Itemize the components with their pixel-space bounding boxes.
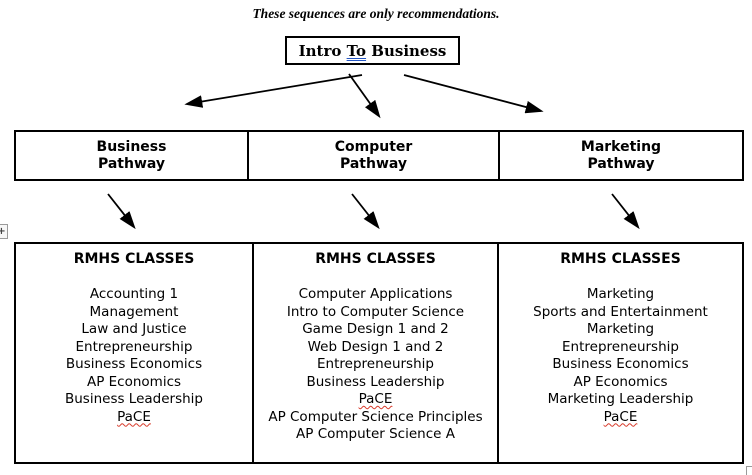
arrow-marketing-to-classes (611, 193, 640, 230)
course-item: Law and Justice (81, 321, 187, 337)
course-item: AP Computer Science A (296, 426, 455, 442)
recommendations-note: These sequences are only recommendations… (252, 6, 500, 21)
course-item: PaCE (254, 391, 497, 409)
course-item: Business Economics (552, 356, 689, 372)
intro-label-pre: Intro (298, 41, 347, 60)
course-item: Game Design 1 and 2 (302, 321, 449, 337)
course-item: Entrepreneurship (317, 356, 434, 372)
course-item: Marketing (586, 286, 655, 302)
course-item: AP Computer Science Principles (268, 408, 483, 425)
course-item: Business Leadership (306, 373, 445, 390)
intro-to-business-box: Intro To Business (285, 36, 460, 65)
course-item: PaCE (16, 409, 252, 427)
course-item: Marketing Leadership (547, 391, 694, 407)
course-item: Business Economics (65, 356, 203, 372)
course-item: Entrepreneurship (562, 338, 679, 355)
classes-header: RMHS CLASSES (73, 251, 195, 267)
spellcheck-flagged-word: PaCE (117, 408, 151, 425)
intro-label: Intro To Business (299, 42, 447, 60)
course-item: Sports and Entertainment (533, 303, 708, 320)
course-item: Entrepreneurship (75, 338, 193, 355)
classes-header: RMHS CLASSES (560, 251, 681, 267)
course-item: Business Leadership (64, 391, 204, 407)
course-item: Intro to Computer Science (286, 303, 465, 320)
table-resize-handle[interactable] (746, 466, 752, 475)
table-move-icon: + (0, 225, 6, 237)
course-item: AP Economics (86, 373, 182, 390)
arrow-intro-to-business-pathway (184, 74, 363, 108)
table-move-handle[interactable]: + (0, 224, 8, 239)
classes-header: RMHS CLASSES (315, 251, 436, 267)
course-item: Accounting 1 (89, 286, 179, 302)
course-item: PaCE (499, 409, 742, 427)
grammar-flagged-word: To (346, 41, 367, 60)
course-item: AP Economics (573, 373, 668, 390)
course-item: Marketing (586, 321, 655, 337)
arrow-computer-to-classes (351, 193, 380, 230)
course-item: Web Design 1 and 2 (307, 338, 444, 355)
course-item: Management (89, 303, 179, 320)
intro-label-post: Business (366, 41, 447, 60)
spellcheck-flagged-word: PaCE (603, 408, 638, 425)
arrow-business-to-classes (107, 193, 136, 230)
spellcheck-flagged-word: PaCE (358, 391, 393, 407)
course-item: Computer Applications (298, 286, 453, 302)
arrow-intro-to-marketing-pathway (403, 74, 544, 114)
arrow-intro-to-computer-pathway (348, 73, 381, 119)
